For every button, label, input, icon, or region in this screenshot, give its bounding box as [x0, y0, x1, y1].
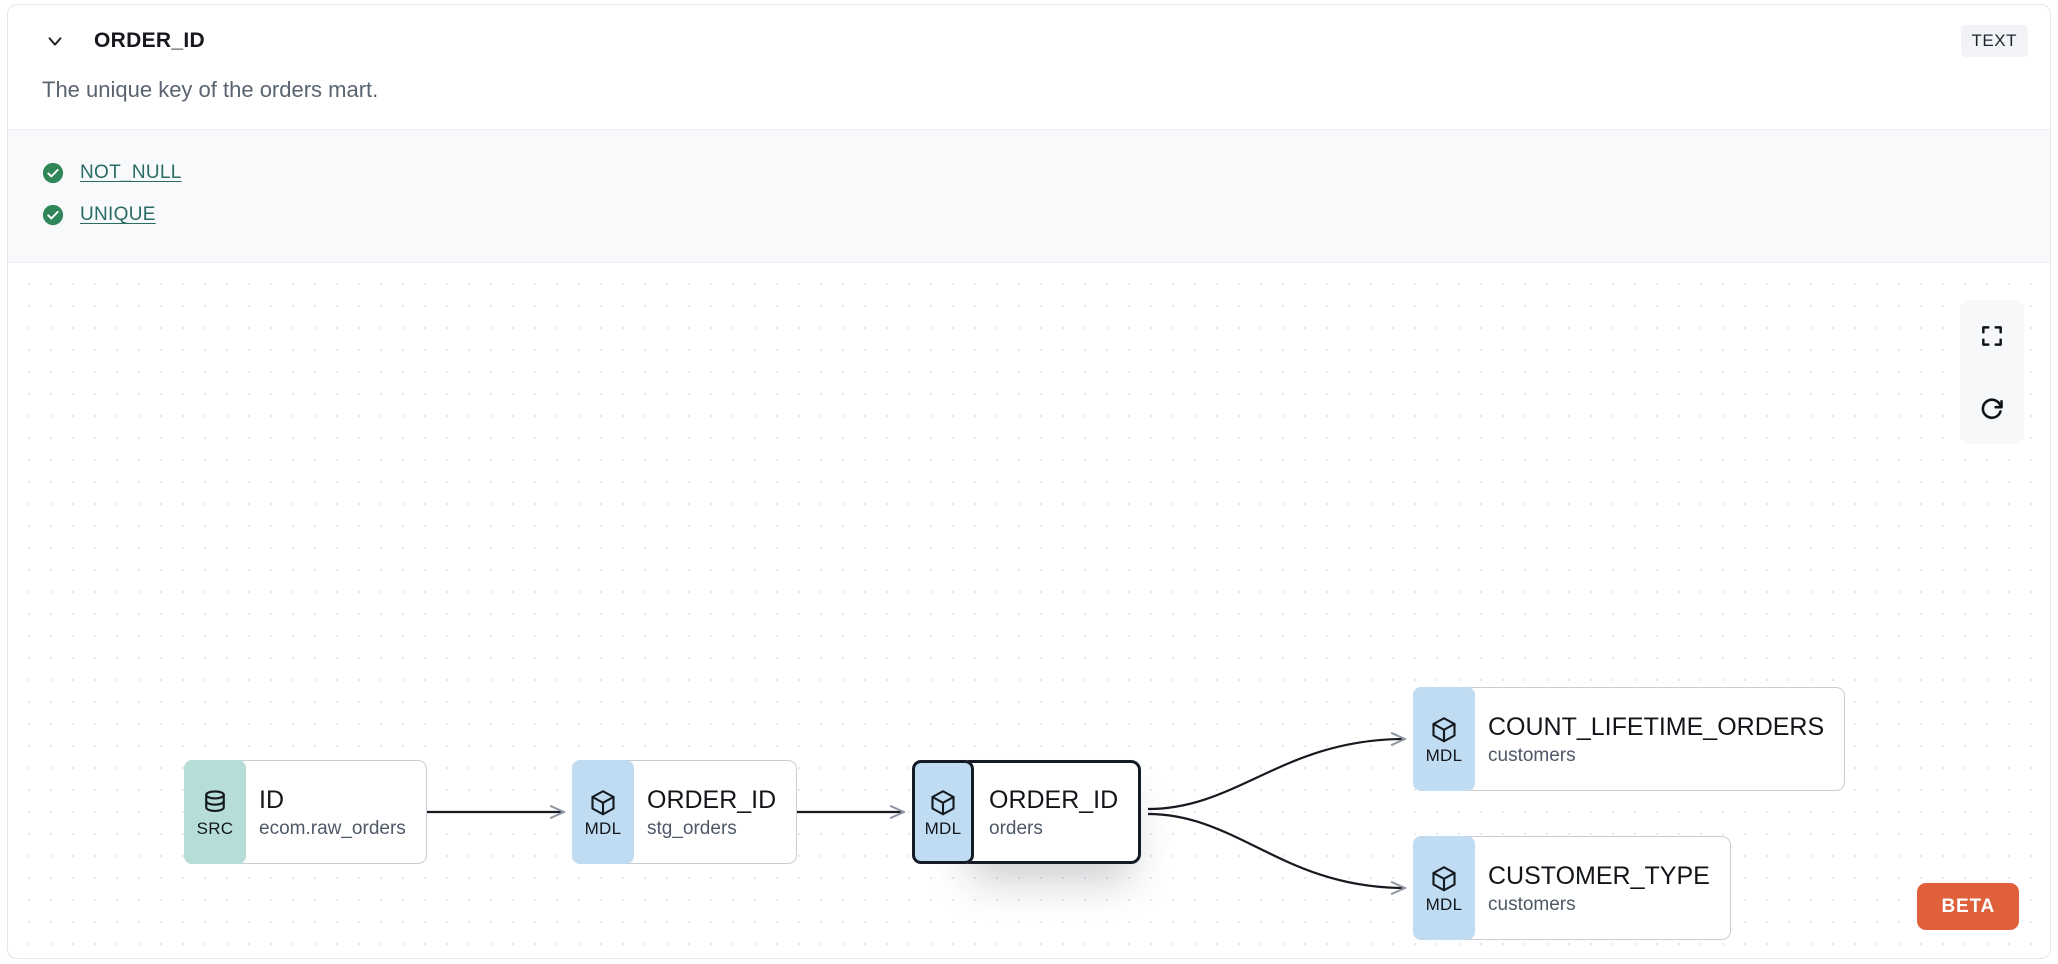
node-body: ORDER_ID orders: [960, 760, 1142, 865]
column-detail-card: ORDER_ID TEXT The unique key of the orde…: [7, 4, 2051, 959]
node-name: ORDER_ID: [989, 785, 1119, 814]
canvas-controls: [1960, 300, 2024, 445]
node-body: CUSTOMER_TYPE customers: [1461, 836, 1731, 941]
node-subtitle: orders: [989, 817, 1043, 839]
cube-icon: [1432, 717, 1456, 743]
node-kind-badge-src: SRC: [184, 760, 246, 865]
check-circle-icon: [42, 163, 64, 184]
node-kind-label: MDL: [1425, 894, 1463, 914]
edge-orders-to-count: [1147, 739, 1405, 811]
fullscreen-button[interactable]: [1960, 300, 2024, 372]
column-type-badge: TEXT: [1960, 25, 2028, 57]
tests-section: NOT_NULL UNIQUE: [8, 129, 2050, 264]
description-row: The unique key of the orders mart.: [8, 77, 2050, 129]
test-row: NOT_NULL: [42, 152, 2016, 194]
edge-orders-to-customer-type: [1147, 813, 1405, 888]
node-body: COUNT_LIFETIME_ORDERS customers: [1461, 687, 1846, 792]
node-kind-badge-mdl: MDL: [1413, 687, 1475, 792]
chevron-down-icon[interactable]: [42, 28, 68, 54]
lineage-node-customer-type[interactable]: MDL CUSTOMER_TYPE customers: [1413, 836, 1731, 941]
node-kind-label: MDL: [1425, 745, 1463, 765]
test-row: UNIQUE: [42, 194, 2016, 236]
beta-badge[interactable]: BETA: [1917, 883, 2019, 931]
node-body: ORDER_ID stg_orders: [620, 760, 798, 865]
node-kind-badge-mdl: MDL: [912, 760, 974, 865]
node-kind-label: MDL: [584, 818, 622, 838]
lineage-node-stg-order-id[interactable]: MDL ORDER_ID stg_orders: [572, 760, 798, 865]
lineage-node-src-id[interactable]: SRC ID ecom.raw_orders: [184, 760, 427, 865]
node-subtitle: customers: [1488, 744, 1576, 766]
node-name: ID: [259, 785, 284, 814]
test-link-unique[interactable]: UNIQUE: [80, 204, 156, 226]
cube-icon: [1432, 866, 1456, 892]
node-kind-label: SRC: [196, 818, 234, 838]
test-link-not-null[interactable]: NOT_NULL: [80, 162, 182, 184]
cube-icon: [591, 790, 615, 816]
node-kind-label: MDL: [924, 818, 962, 838]
lineage-node-orders-order-id[interactable]: MDL ORDER_ID orders: [912, 760, 1142, 865]
refresh-icon: [1981, 398, 2003, 419]
refresh-button[interactable]: [1960, 372, 2024, 444]
database-icon: [205, 790, 225, 812]
node-name: CUSTOMER_TYPE: [1488, 861, 1710, 890]
lineage-node-count-lifetime-orders[interactable]: MDL COUNT_LIFETIME_ORDERS customers: [1413, 687, 1846, 792]
node-body: ID ecom.raw_orders: [232, 760, 427, 865]
node-name: COUNT_LIFETIME_ORDERS: [1488, 712, 1825, 741]
check-circle-icon: [42, 205, 64, 226]
page-title: ORDER_ID: [94, 29, 205, 52]
node-kind-badge-mdl: MDL: [1413, 836, 1475, 941]
node-name: ORDER_ID: [647, 785, 777, 814]
fullscreen-icon: [1982, 326, 2002, 347]
cube-icon: [931, 790, 955, 816]
card-header: ORDER_ID TEXT: [8, 5, 2050, 77]
lineage-canvas[interactable]: SRC ID ecom.raw_orders MDL ORDER_ID stg_…: [8, 263, 2050, 956]
node-subtitle: stg_orders: [647, 817, 737, 839]
node-kind-badge-mdl: MDL: [572, 760, 634, 865]
node-subtitle: ecom.raw_orders: [259, 817, 406, 839]
column-description: The unique key of the orders mart.: [42, 77, 379, 102]
node-subtitle: customers: [1488, 893, 1576, 915]
